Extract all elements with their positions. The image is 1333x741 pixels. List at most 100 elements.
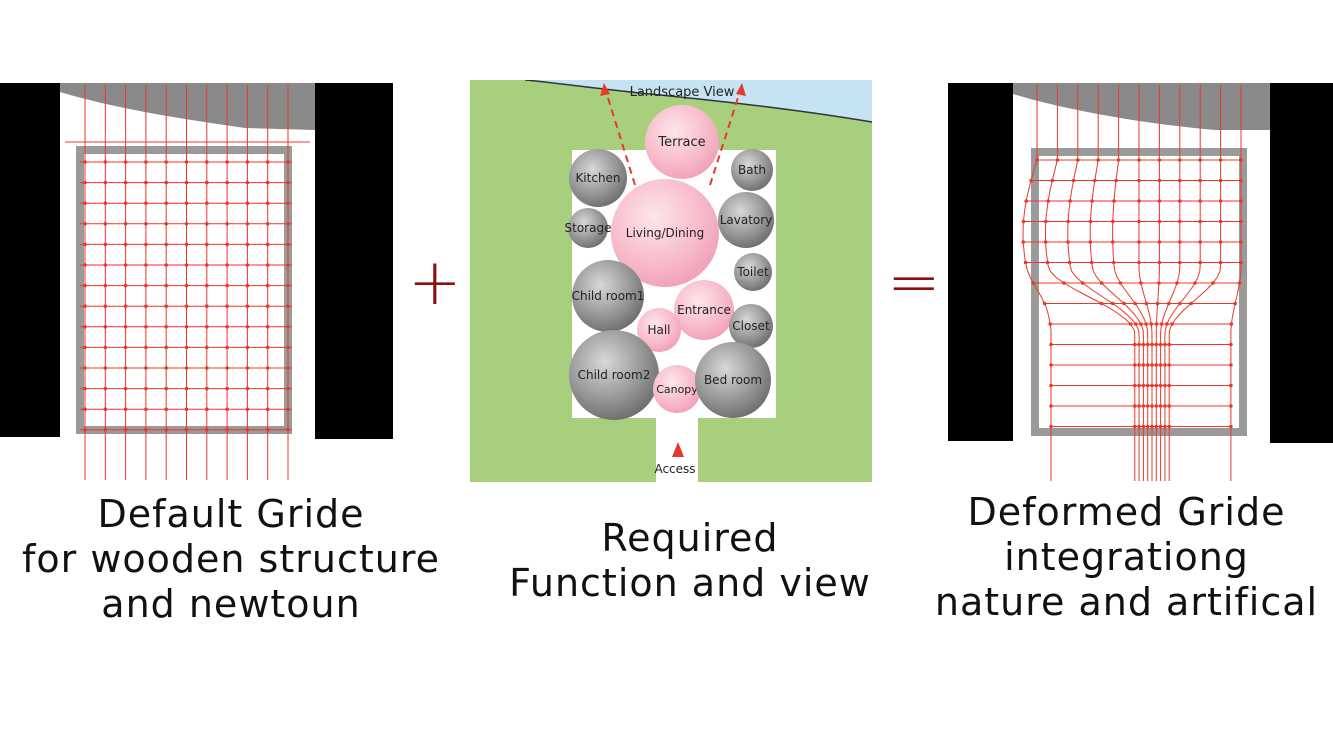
- grid-node: [1144, 301, 1149, 306]
- grid-node: [1046, 199, 1050, 203]
- room-bubble: [572, 260, 644, 332]
- grid-node: [1198, 178, 1202, 183]
- grid-node: [1158, 363, 1163, 367]
- grid-node: [205, 407, 209, 412]
- grid-node: [123, 263, 128, 267]
- room-bubble: [695, 342, 771, 418]
- access-arrow: [672, 442, 684, 457]
- grid-node: [123, 366, 128, 370]
- grid-node: [1145, 363, 1150, 367]
- grid-node: [1118, 281, 1123, 285]
- grid-node: [83, 304, 87, 308]
- grid-node: [1021, 219, 1026, 224]
- right-wall-block: [1270, 83, 1333, 443]
- grid-node: [1110, 301, 1115, 306]
- room-bubble: [637, 308, 681, 352]
- grid-node: [1154, 424, 1159, 429]
- grid-node: [1157, 158, 1162, 162]
- grid-node: [265, 222, 270, 226]
- grid-node: [1229, 404, 1233, 408]
- grid-node: [245, 407, 250, 412]
- grid-node: [103, 325, 108, 329]
- room-label: Toilet: [736, 265, 769, 279]
- grid-node: [1159, 322, 1164, 326]
- grid-node: [265, 345, 270, 350]
- grid-node: [1178, 260, 1182, 265]
- grid-node: [1137, 178, 1141, 183]
- grid-node: [184, 345, 189, 350]
- grid-node: [103, 222, 108, 226]
- grid-node: [265, 407, 270, 412]
- room-label: Living/Dining: [626, 226, 704, 240]
- grid-node: [1145, 383, 1150, 388]
- grid-node: [1137, 240, 1141, 244]
- grid-node: [1055, 158, 1060, 162]
- grid-node: [164, 304, 168, 308]
- grid-node: [1035, 158, 1039, 162]
- grid-node: [1137, 342, 1141, 347]
- grid-node: [245, 160, 250, 164]
- grid-node: [1137, 424, 1141, 429]
- grid-node: [1218, 158, 1223, 162]
- grid-node: [1157, 281, 1161, 285]
- grid-node: [1137, 260, 1141, 265]
- grid-node: [245, 345, 250, 350]
- grid-node: [245, 283, 250, 288]
- grid-node: [1233, 301, 1237, 306]
- grid-node: [1137, 199, 1141, 203]
- grid-node: [123, 222, 128, 226]
- grid-node: [1071, 178, 1076, 183]
- left-caption-line-2: for wooden structure: [21, 537, 441, 581]
- grid-node: [1066, 240, 1070, 244]
- grid-node: [205, 325, 209, 329]
- grid-node: [1110, 240, 1115, 244]
- grid-node: [1099, 281, 1104, 285]
- room-bubble: [653, 365, 701, 413]
- grid-node: [1089, 260, 1094, 265]
- grid-node: [164, 407, 168, 412]
- grid-node: [1239, 158, 1243, 162]
- grid-node: [1133, 404, 1137, 408]
- grid-node: [225, 263, 229, 267]
- grid-node: [184, 180, 189, 185]
- grid-node: [1157, 260, 1162, 265]
- grid-node: [1141, 363, 1146, 367]
- grid-node: [286, 386, 290, 391]
- grid-node: [1133, 301, 1137, 306]
- grid-node: [83, 263, 87, 267]
- grid-node: [184, 366, 189, 370]
- right-caption: Deformed Gride integrationg nature and a…: [920, 490, 1333, 625]
- grid-node: [1139, 281, 1143, 285]
- grid-node: [1133, 322, 1138, 326]
- grid-node: [83, 407, 87, 412]
- grid-node: [1239, 219, 1243, 224]
- grid-node: [1128, 322, 1133, 326]
- grid-node: [1137, 363, 1141, 367]
- grid-node: [1044, 219, 1048, 224]
- grid-node: [1116, 158, 1121, 162]
- grid-node: [265, 160, 270, 164]
- grid-node: [1167, 301, 1171, 306]
- room-label: Closet: [732, 319, 770, 333]
- grid-node: [144, 222, 148, 226]
- grid-node: [123, 345, 128, 350]
- grid-node: [286, 325, 290, 329]
- grid-node: [83, 222, 87, 226]
- grid-node: [144, 263, 148, 267]
- grid-node: [83, 428, 87, 432]
- grid-node: [245, 242, 250, 247]
- grid-node: [1198, 260, 1202, 265]
- building-outline: [76, 146, 292, 434]
- grid-node: [1076, 158, 1080, 162]
- grid-node: [83, 201, 87, 205]
- right-wall-block: [315, 83, 393, 439]
- grid-node: [205, 283, 209, 288]
- grid-node: [1229, 383, 1233, 388]
- view-arrow-right-head: [736, 83, 746, 96]
- grid-node: [1137, 219, 1141, 224]
- grid-node: [1163, 383, 1167, 388]
- grid-node: [1150, 383, 1154, 388]
- grid-node: [1049, 363, 1053, 367]
